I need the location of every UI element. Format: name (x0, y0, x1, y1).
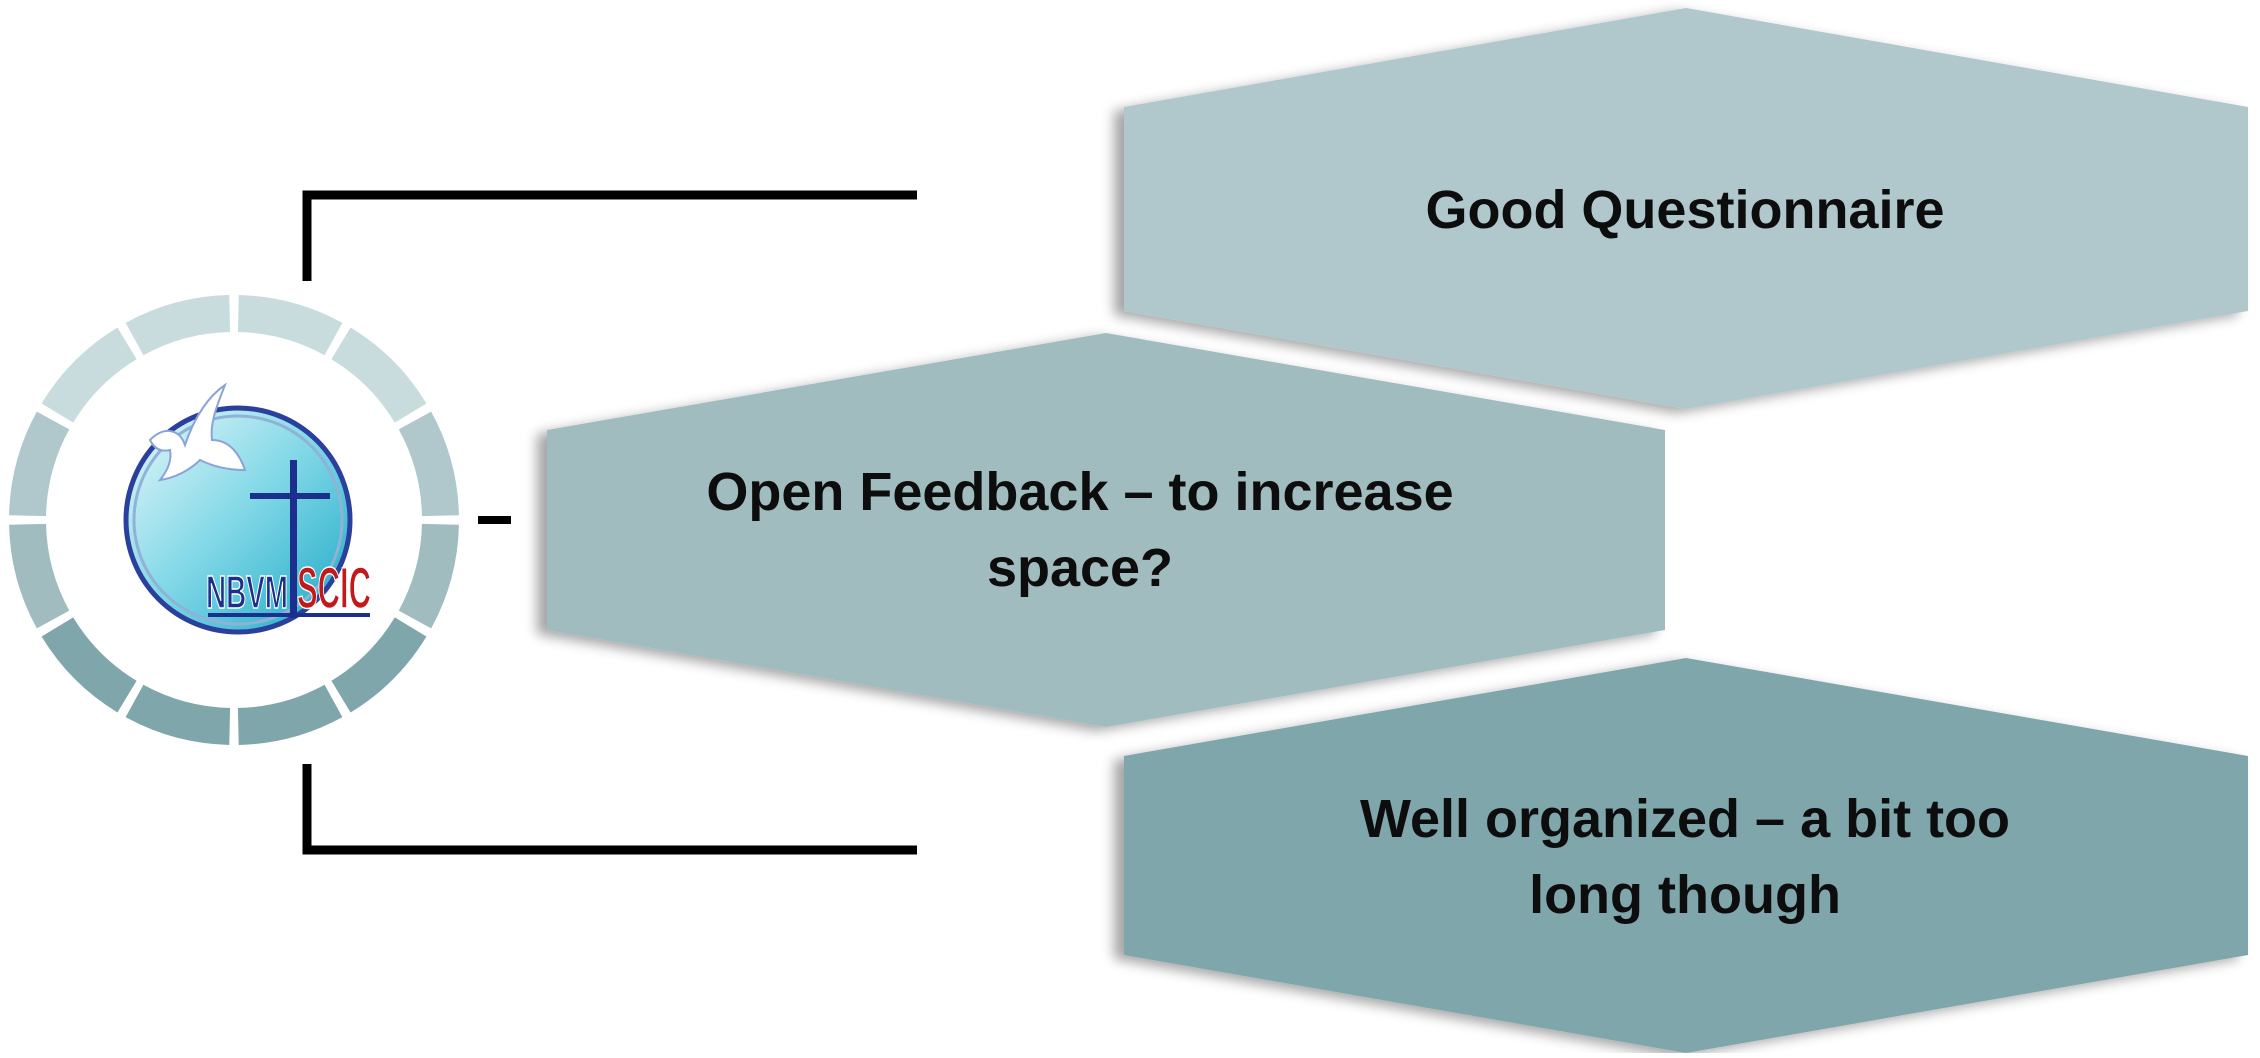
ring-segment (125, 684, 231, 745)
ring-segment (237, 295, 343, 356)
connector-top (302, 190, 917, 281)
ring-segment (125, 295, 231, 356)
segmented-ring (9, 295, 459, 745)
item-label-1: Good Questionnaire (1425, 180, 1945, 240)
connector-bottom (302, 764, 917, 855)
ring-segment (331, 617, 427, 713)
item-shape-2 (547, 333, 1665, 727)
ring-segment (398, 411, 459, 517)
item-label-2: Open Feedback – to increase space? (706, 462, 1454, 598)
dove-icon (148, 382, 247, 482)
ring-segment (398, 523, 459, 629)
logo-text-right: SCIC (297, 556, 371, 621)
logo-text-left: NBVM (206, 566, 288, 618)
ring-segment (9, 523, 70, 629)
ring-segment (237, 684, 343, 745)
ring-segment (41, 617, 137, 713)
org-logo: NBVM SCIC (123, 382, 372, 635)
cross-icon (250, 460, 330, 618)
item-shape-1 (1124, 8, 2248, 409)
ring-segment (331, 327, 427, 423)
ring-segment (9, 411, 70, 517)
item-label-3: Well organized – a bit too long though (1359, 789, 2011, 925)
item-shape-3 (1124, 658, 2248, 1053)
ring-segment (41, 327, 137, 423)
